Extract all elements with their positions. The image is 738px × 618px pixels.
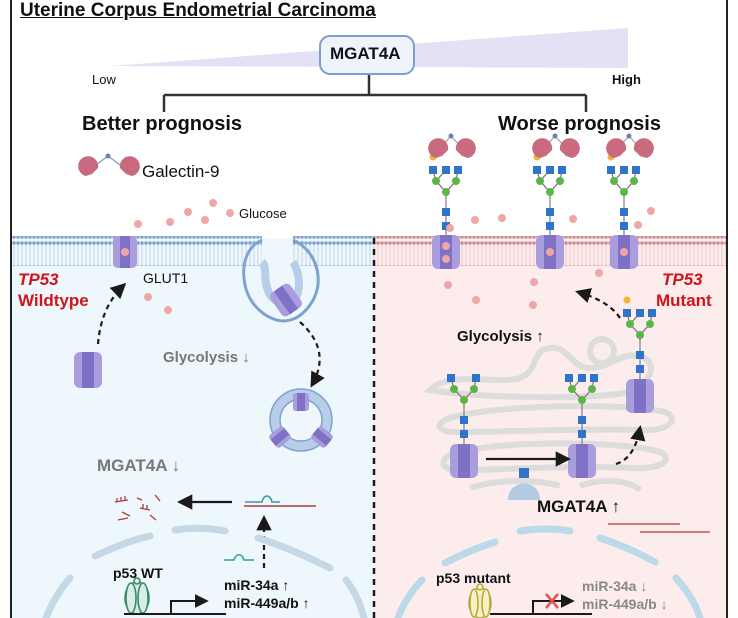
p53-wt-protein-icon (124, 577, 150, 615)
glut1-transporter-left (113, 236, 137, 268)
dashed-arrow-endocytosis (299, 321, 325, 388)
glut1-internalizing-icon (270, 283, 302, 317)
worse-prognosis-label: Worse prognosis (498, 113, 661, 135)
nucleus-right (394, 525, 704, 618)
left-genotype-gene: TP53 (18, 270, 59, 289)
p53-mutant-protein-icon (468, 583, 492, 618)
dashed-arrow-to-membrane-right (575, 288, 621, 319)
galectin-9-icon (78, 153, 140, 176)
right-mgat4a-label: MGAT4A ↑ (537, 497, 621, 516)
left-mirna-2-label: miR-449a/b ↑ (224, 595, 310, 611)
glut1-cytoplasmic-left (74, 352, 102, 388)
glucose-dots-right (444, 207, 655, 309)
right-glycolysis-label: Glycolysis ↑ (457, 328, 544, 345)
glut1-label: GLUT1 (143, 270, 189, 286)
right-genotype-gene: TP53 (662, 270, 703, 289)
membrane-left-2 (293, 236, 374, 266)
glycosylated-glut1-right-2 (532, 133, 580, 269)
figure-frame (10, 0, 728, 618)
gene-promoter-left (124, 594, 226, 615)
mgat4a-box (319, 35, 415, 75)
glucose-dots-left (134, 199, 234, 314)
golgi-glut1-biantennary (447, 374, 480, 478)
glycosylated-glut1-right-3 (606, 133, 654, 269)
degraded-mrna-fragments (114, 494, 161, 521)
figure-title: Uterine Corpus Endometrial Carcinoma (20, 0, 376, 21)
mgat4a-enzyme-icon (508, 468, 540, 500)
golgi-glut1-triantennary (565, 374, 598, 478)
golgi-glut1-galactosylated (623, 296, 656, 413)
left-mirna-1-label: miR-34a ↑ (224, 577, 290, 593)
better-prognosis-label: Better prognosis (82, 113, 243, 135)
galectin-9-label: Galectin-9 (142, 162, 220, 181)
gradient-low-label: Low (92, 72, 116, 87)
left-genotype-status: Wildtype (18, 291, 89, 310)
glucose-label: Glucose (239, 206, 287, 221)
left-glycolysis-label: Glycolysis ↓ (163, 349, 250, 366)
gradient-high-label: High (612, 72, 641, 87)
right-genotype-status: Mutant (656, 291, 712, 310)
gene-promoter-right (490, 594, 592, 615)
mgat4a-mrna-right (608, 523, 710, 533)
p53-wt-label: p53 WT (113, 565, 163, 581)
vesicle (269, 388, 333, 452)
right-mirna-1-label: miR-34a ↓ (582, 578, 648, 594)
dashed-arrow-golgi-exit (615, 424, 646, 466)
mirna-small (224, 554, 254, 561)
p53-mutant-label: p53 mutant (436, 570, 511, 586)
mirna-bound-mrna (244, 495, 316, 507)
glycosylated-glut1-right-1 (428, 133, 476, 269)
nucleus-left (42, 524, 368, 618)
prognosis-bracket (162, 72, 588, 112)
blocked-transcription-x-icon (545, 593, 559, 609)
mgat4a-box-label: MGAT4A (330, 44, 401, 63)
right-mirna-2-label: miR-449a/b ↓ (582, 596, 668, 612)
left-mgat4a-label: MGAT4A ↓ (97, 456, 181, 475)
